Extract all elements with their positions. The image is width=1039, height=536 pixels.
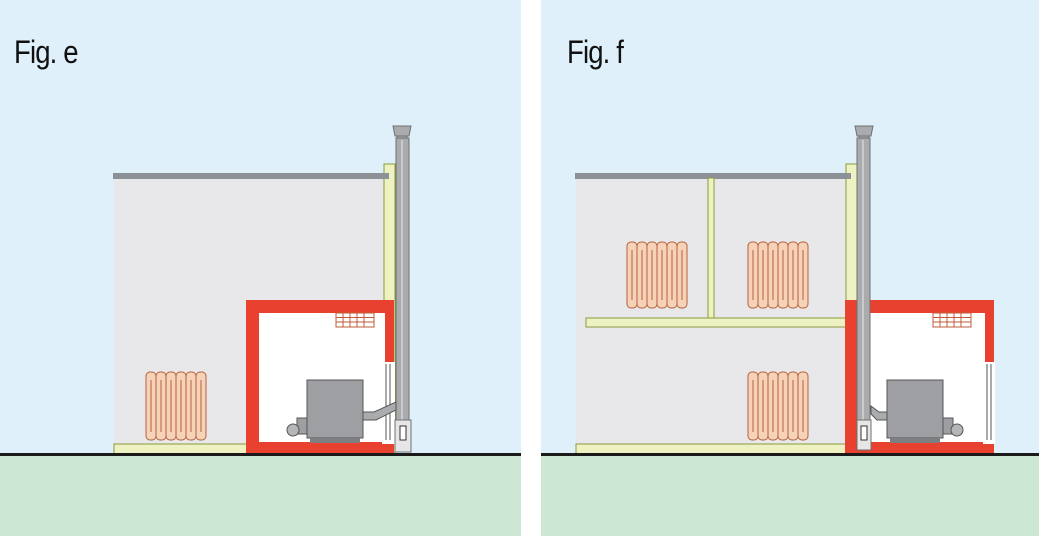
partition-wall [707,177,715,319]
roof-slab [113,173,389,179]
figure-e-label: Fig. e [14,34,79,70]
radiator-icon [747,241,809,309]
boiler-icon [870,379,964,443]
vent-grille-icon [335,312,375,328]
figure-f: Fig. f [541,0,1039,536]
window-icon [385,364,391,440]
figure-f-label: Fig. f [567,34,624,70]
ground-line [541,453,1039,456]
figure-e: Fig. e [0,0,521,536]
figure-f-drawing [541,0,1039,536]
chimney-icon [392,125,412,453]
boiler-icon [286,379,397,443]
vent-grille-icon [932,312,972,328]
window-icon [986,364,992,440]
chimney-icon [854,125,874,451]
floor-slab [575,443,849,455]
intermediate-floor [585,317,850,328]
ground [0,455,521,536]
radiator-icon [145,371,207,441]
radiator-icon [747,371,809,441]
figure-e-drawing [0,0,521,536]
ground-line [0,453,521,456]
radiator-icon [626,241,688,309]
ground [541,455,1039,536]
floor-slab [113,443,253,455]
roof-slab [575,173,851,179]
